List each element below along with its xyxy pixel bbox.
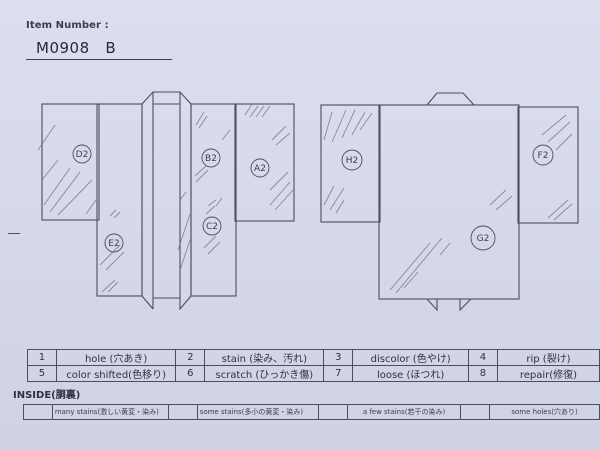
inside-option-some-holes: some holes(穴あり)	[489, 404, 600, 420]
legend-code: 5	[27, 365, 57, 382]
kimono-diagrams: D2 E2 B2 C2 A2 H2 F2 G2	[37, 91, 579, 312]
inside-option-some-stains: some stains(多小の黄変・染み)	[196, 404, 319, 420]
front-label-circle-a2	[250, 158, 270, 178]
back-left-sleeve	[320, 104, 381, 223]
label-d2: D2	[76, 150, 89, 160]
legend-code: 4	[467, 349, 498, 366]
front-left-body	[96, 103, 143, 297]
legend-label: color shifted(色移り)	[55, 365, 177, 382]
back-body	[378, 104, 520, 300]
legend-code: 7	[323, 365, 354, 382]
front-right-sleeve	[234, 103, 295, 222]
legend-row: 1 hole (穴あき) 2 stain (染み、汚れ) 3 discolor …	[27, 349, 600, 366]
legend-code: 8	[467, 365, 498, 382]
item-number-value: M0908 B	[26, 39, 172, 60]
legend-label: stain (染み、汚れ)	[204, 349, 325, 366]
inside-checkbox-some-stains[interactable]	[167, 404, 198, 420]
back-label-circle-h2	[341, 149, 363, 171]
label-b2: B2	[205, 154, 217, 164]
inside-row: many stains(激しい黄変・染み) some stains(多小の黄変・…	[23, 404, 600, 420]
legend-row: 5 color shifted(色移り) 6 scratch (ひっかき傷) 7…	[27, 365, 600, 382]
front-label-circle-d2	[72, 144, 92, 164]
inside-checkbox-some-holes[interactable]	[460, 404, 491, 420]
legend-code: 6	[175, 365, 206, 382]
inside-option-few-stains: a few stains(若干の染み)	[346, 404, 462, 420]
damage-legend-table: 1 hole (穴あき) 2 stain (染み、汚れ) 3 discolor …	[27, 349, 600, 382]
label-h2: H2	[346, 156, 359, 166]
back-view-diagram	[320, 92, 579, 312]
inside-checkbox-many-stains[interactable]	[23, 404, 53, 420]
front-label-circle-c2	[202, 216, 222, 236]
legend-code: 1	[27, 349, 57, 366]
inside-option-many-stains: many stains(激しい黄変・染み)	[51, 404, 169, 420]
damage-hatching	[37, 103, 573, 294]
legend-label: hole (穴あき)	[55, 349, 177, 366]
label-a2: A2	[254, 164, 266, 174]
item-number-label: Item Number :	[26, 20, 109, 31]
label-g2: G2	[477, 234, 490, 244]
inside-checkbox-few-stains[interactable]	[317, 404, 348, 420]
legend-label: loose (ほつれ)	[352, 365, 469, 382]
legend-label: repair(修復)	[496, 365, 600, 382]
inside-section-title: INSIDE(胴裏)	[13, 390, 81, 401]
back-label-circle-f2	[532, 144, 554, 166]
back-right-sleeve	[517, 106, 579, 224]
label-e2: E2	[108, 239, 119, 249]
label-f2: F2	[538, 151, 549, 161]
back-label-circle-g2	[470, 225, 496, 251]
legend-label: discolor (色やけ)	[352, 349, 469, 366]
inside-condition-table: many stains(激しい黄変・染み) some stains(多小の黄変・…	[23, 404, 600, 420]
front-view-diagram	[41, 91, 295, 311]
front-label-circle-e2	[104, 233, 124, 253]
item-header: Item Number : M0908 B	[26, 20, 172, 60]
legend-code: 2	[175, 349, 206, 366]
label-c2: C2	[206, 222, 218, 232]
front-right-body	[190, 103, 237, 297]
back-collar	[426, 92, 475, 106]
collar-left-outer	[141, 104, 154, 310]
margin-tick-mark	[8, 233, 20, 234]
front-left-sleeve	[41, 103, 100, 221]
legend-label: rip (裂け)	[496, 349, 600, 366]
legend-code: 3	[323, 349, 354, 366]
front-label-circle-b2	[201, 148, 221, 168]
legend-label: scratch (ひっかき傷)	[204, 365, 325, 382]
